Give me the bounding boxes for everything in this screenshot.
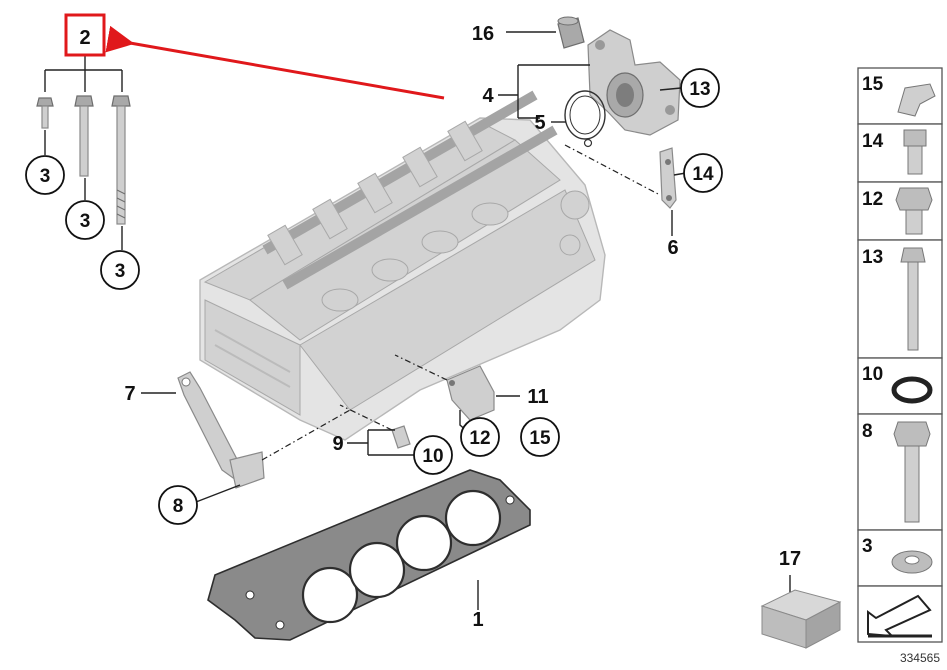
legend-row-8[interactable]: 8 bbox=[857, 413, 943, 531]
callout-4[interactable]: 4 bbox=[482, 85, 494, 107]
legend-arrow-box bbox=[857, 585, 943, 643]
bracket-7 bbox=[177, 371, 265, 489]
legend-row-15[interactable]: 15 bbox=[857, 67, 943, 125]
head-gasket bbox=[207, 469, 531, 641]
hex-bolt-icon bbox=[895, 187, 933, 235]
svg-text:13: 13 bbox=[689, 79, 710, 100]
hex-bolt-long-icon bbox=[893, 421, 931, 523]
legend-row-3[interactable]: 3 bbox=[857, 529, 943, 587]
callout-5[interactable]: 5 bbox=[534, 112, 545, 134]
legend-column: 15 14 12 13 bbox=[857, 67, 943, 643]
svg-text:15: 15 bbox=[529, 428, 551, 449]
svg-text:10: 10 bbox=[422, 446, 443, 467]
cylinder-head bbox=[199, 90, 606, 441]
bolt-long bbox=[111, 95, 131, 225]
o-ring-icon bbox=[891, 376, 933, 404]
svg-text:12: 12 bbox=[469, 428, 490, 449]
svg-text:8: 8 bbox=[173, 496, 184, 517]
svg-text:13: 13 bbox=[862, 247, 883, 268]
callout-numbers: 16 4 5 6 7 9 11 1 17 bbox=[124, 23, 801, 631]
pump-housing bbox=[587, 29, 681, 136]
housing-seal bbox=[564, 90, 606, 148]
circled-callout-8[interactable]: 8 bbox=[158, 485, 198, 525]
svg-text:3: 3 bbox=[40, 166, 51, 187]
clip-icon bbox=[897, 83, 936, 117]
callout-7[interactable]: 7 bbox=[124, 383, 135, 405]
svg-text:14: 14 bbox=[692, 164, 714, 185]
circled-callout-14[interactable]: 14 bbox=[683, 153, 723, 193]
sensor-9 bbox=[391, 425, 411, 449]
circled-callout-3-long[interactable]: 3 bbox=[100, 250, 140, 290]
socket-bolt-icon bbox=[903, 129, 927, 175]
callout-9[interactable]: 9 bbox=[332, 433, 343, 455]
callout-1[interactable]: 1 bbox=[472, 609, 483, 631]
callout-11[interactable]: 11 bbox=[527, 386, 548, 408]
catalog-number: 334565 bbox=[900, 651, 940, 665]
callout-17[interactable]: 17 bbox=[779, 548, 801, 570]
circled-callout-15[interactable]: 15 bbox=[520, 417, 560, 457]
svg-text:3: 3 bbox=[862, 536, 873, 557]
bolt-short bbox=[36, 97, 54, 129]
svg-text:10: 10 bbox=[862, 364, 883, 385]
svg-text:15: 15 bbox=[862, 74, 884, 95]
svg-text:12: 12 bbox=[862, 189, 883, 210]
svg-text:14: 14 bbox=[862, 131, 884, 152]
legend-row-12[interactable]: 12 bbox=[857, 181, 943, 241]
rocker-arm-group bbox=[267, 120, 483, 266]
circled-callout-12[interactable]: 12 bbox=[460, 417, 500, 457]
callout-16[interactable]: 16 bbox=[472, 23, 494, 45]
circled-callout-10[interactable]: 10 bbox=[413, 435, 453, 475]
circled-callout-3-short[interactable]: 3 bbox=[25, 155, 65, 195]
callout-2-label: 2 bbox=[79, 27, 90, 49]
part-17-kit-box bbox=[760, 589, 842, 649]
bracket-6 bbox=[659, 147, 677, 209]
sleeve bbox=[557, 16, 585, 49]
svg-text:3: 3 bbox=[80, 211, 91, 232]
highlighted-callout-2[interactable]: 2 bbox=[64, 13, 106, 57]
cylinder-head-bolts bbox=[36, 95, 131, 225]
spark-plug-wells bbox=[321, 202, 509, 312]
svg-text:8: 8 bbox=[862, 421, 873, 442]
legend-row-14[interactable]: 14 bbox=[857, 123, 943, 183]
legend-row-13[interactable]: 13 bbox=[857, 239, 943, 359]
bolt-medium bbox=[74, 95, 94, 177]
long-bolt-icon bbox=[900, 247, 926, 351]
circled-callout-13[interactable]: 13 bbox=[680, 68, 720, 108]
svg-text:3: 3 bbox=[115, 261, 126, 282]
bracket-11 bbox=[446, 365, 495, 421]
circled-callouts: 3 3 3 13 14 8 10 12 bbox=[25, 68, 723, 525]
leader-lines bbox=[44, 31, 791, 610]
legend-row-10[interactable]: 10 bbox=[857, 357, 943, 415]
callout-6[interactable]: 6 bbox=[667, 237, 678, 259]
washer-icon bbox=[891, 550, 933, 574]
circled-callout-3-medium[interactable]: 3 bbox=[65, 200, 105, 240]
red-arrow bbox=[105, 25, 445, 100]
